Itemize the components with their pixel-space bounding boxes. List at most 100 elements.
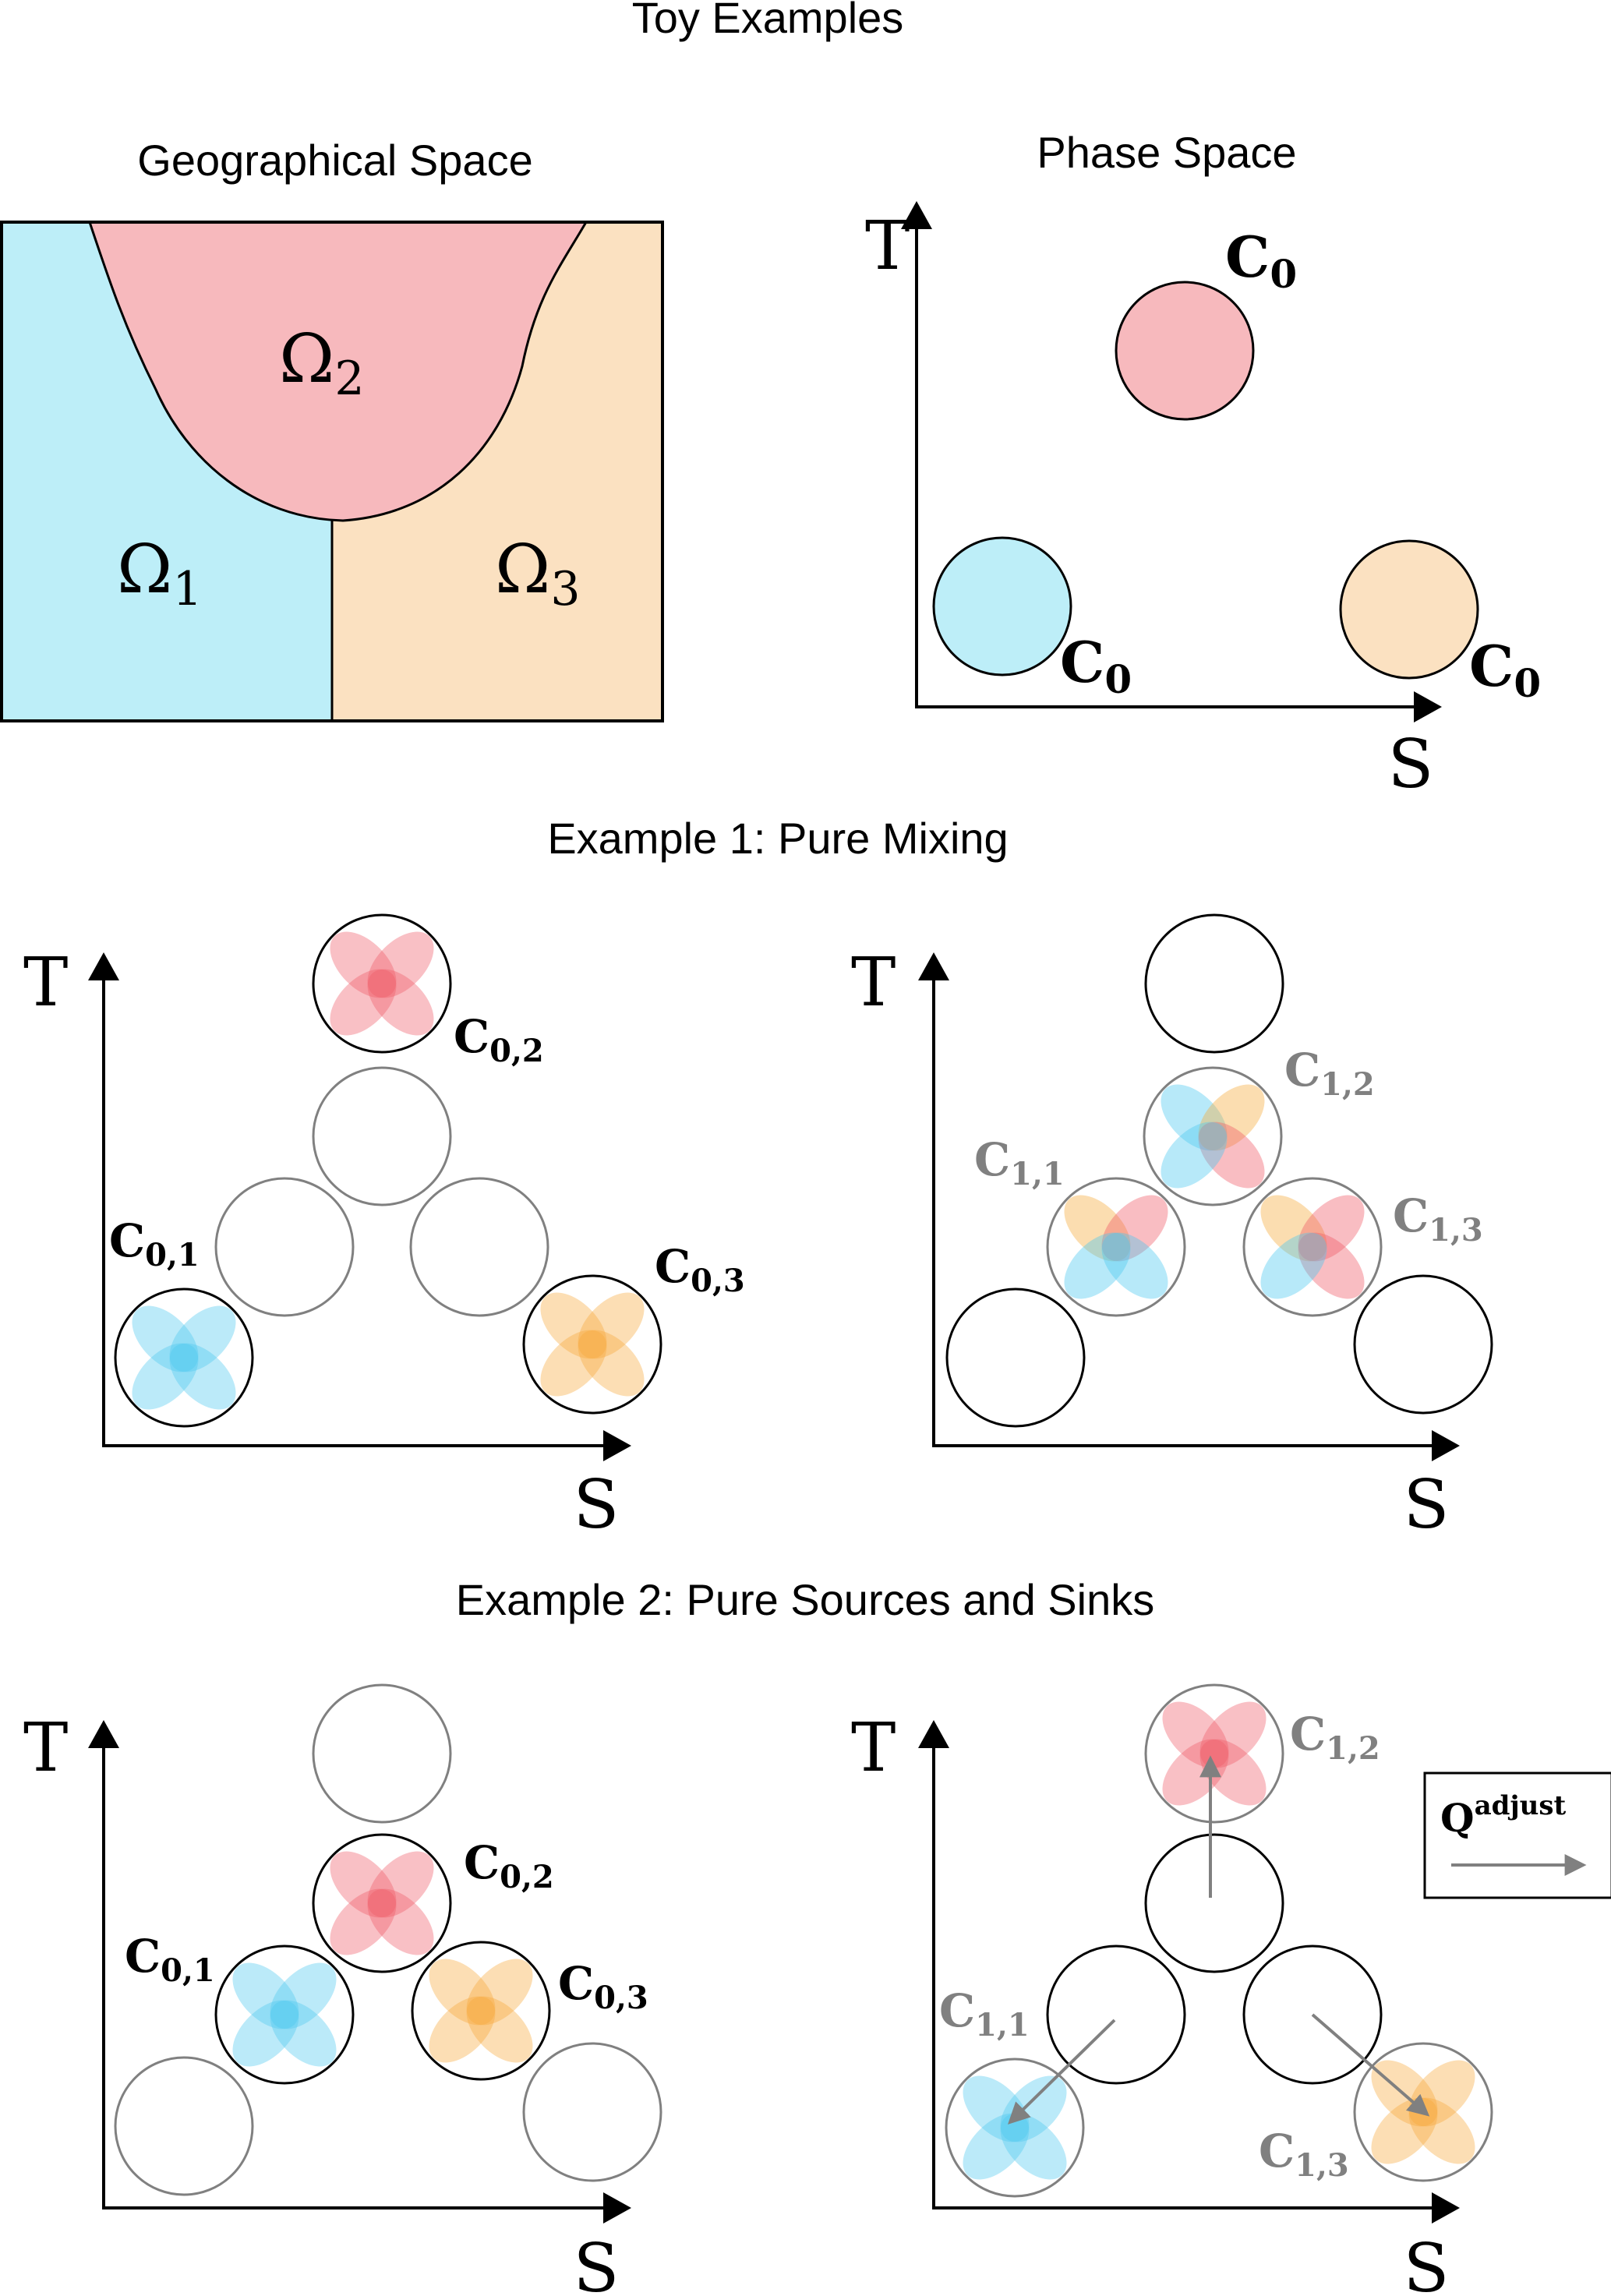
- ex1r-empty-circle: [1144, 913, 1284, 1054]
- petal: [963, 2113, 1030, 2180]
- petal: [466, 1996, 533, 2063]
- example1-title: Example 1: Pure Mixing: [547, 814, 1008, 863]
- petal: [132, 1305, 199, 1372]
- petal: [1101, 1195, 1168, 1262]
- geographical-space-panel: Geographical Space Ω2 Ω1 Ω3: [0, 136, 664, 722]
- ex2r-cluster-red: [1144, 1683, 1284, 1824]
- geo-frame: [0, 221, 664, 722]
- petal: [1101, 1232, 1168, 1299]
- petal: [963, 2075, 1030, 2142]
- petal: [429, 1959, 496, 2026]
- phase-cluster-orange: [1339, 539, 1479, 680]
- ex2r-label-c11: C1,1: [939, 1984, 1030, 2043]
- ex2r-cluster-orange: [1353, 2042, 1493, 2182]
- ex1r-x-arrowhead: [1432, 1430, 1460, 1461]
- ex2l-axis-t: T: [23, 1709, 68, 1787]
- ex2r-label-c12: C1,2: [1290, 1708, 1380, 1767]
- petal: [1064, 1195, 1131, 1262]
- petal: [169, 1305, 236, 1372]
- ex2l-cluster-blue: [214, 1945, 355, 2085]
- petal: [1000, 2113, 1067, 2180]
- ex1l-empty-circle: [214, 1177, 355, 1317]
- ex1l-y-arrowhead: [88, 952, 119, 980]
- ex1l-empty-circle: [409, 1177, 549, 1317]
- ex1r-label-c11: C1,1: [974, 1133, 1065, 1192]
- petal: [540, 1292, 607, 1359]
- petal: [1161, 1122, 1228, 1189]
- ex2l-empty-circle: [114, 2056, 254, 2196]
- ex1r-cluster-mixed: [1046, 1177, 1186, 1317]
- petal: [1298, 1195, 1365, 1262]
- example2-right-panel: T S C1,2 C1,1 C1,3 Qadjust: [851, 1683, 1611, 2296]
- petal: [1260, 1232, 1327, 1299]
- ex1r-mixed-flower-left: [1064, 1195, 1168, 1299]
- ex2l-cluster-orange: [411, 1941, 551, 2081]
- ex2l-label-c01: C0,1: [125, 1930, 215, 1989]
- ex2l-flower-red: [330, 1851, 434, 1955]
- ex2r-flower-blue: [963, 2075, 1067, 2180]
- ex1r-y-arrowhead: [918, 952, 949, 980]
- petal: [578, 1330, 645, 1397]
- ex1l-axis-s: S: [574, 1466, 620, 1544]
- ex2r-empty-circle: [1242, 1945, 1383, 2085]
- ex1l-label-c02: C0,2: [454, 1010, 544, 1069]
- petal: [540, 1330, 607, 1397]
- petal: [270, 1962, 337, 2029]
- ex1l-flower-red: [330, 931, 434, 1036]
- ex2r-empty-circle: [1046, 1945, 1186, 2085]
- ex1r-mixed-flower-right: [1260, 1195, 1365, 1299]
- ex1l-flower-orange: [540, 1292, 645, 1397]
- petal: [232, 1962, 299, 2029]
- petal: [1260, 1195, 1327, 1262]
- phase-label-red: C0: [1225, 224, 1297, 297]
- ex2l-flower-blue: [232, 1962, 337, 2067]
- ex1r-label-c12: C1,2: [1284, 1044, 1375, 1103]
- example1-right-panel: T S C1,2 C1,1 C1,3: [851, 913, 1493, 1544]
- ex1r-mixed-flower-top: [1161, 1084, 1265, 1189]
- ex1r-cluster-mixed: [1242, 1177, 1383, 1317]
- petal: [367, 1851, 434, 1918]
- legend-label: Qadjust: [1440, 1790, 1567, 1841]
- ex1r-axis-t: T: [851, 944, 896, 1022]
- ex2r-flower-red: [1162, 1701, 1267, 1806]
- phase-x-arrowhead: [1414, 691, 1442, 722]
- ex2l-x-arrowhead: [603, 2192, 631, 2224]
- example2-left-panel: T S C0,2 C0,1 C0,3: [23, 1683, 662, 2296]
- ex1l-cluster-orange: [522, 1274, 662, 1415]
- legend-box: [1423, 1771, 1611, 1899]
- ex2l-label-c02: C0,2: [464, 1836, 554, 1895]
- omega-2-label: Ω2: [279, 320, 365, 406]
- ex2l-y-arrowhead: [88, 1720, 119, 1748]
- petal: [578, 1292, 645, 1359]
- ex1l-x-arrowhead: [603, 1430, 631, 1461]
- petal: [1198, 1122, 1265, 1189]
- ex2l-label-c03: C0,3: [558, 1957, 648, 2016]
- phase-axis-t: T: [865, 207, 910, 285]
- ex1l-flower-blue: [132, 1305, 236, 1410]
- ex1r-empty-circle: [945, 1288, 1086, 1428]
- petal: [330, 1851, 397, 1918]
- petal: [429, 1996, 496, 2063]
- ex2l-cluster-red: [312, 1833, 452, 1973]
- phase-title: Phase Space: [1037, 128, 1296, 177]
- ex1r-axis-s: S: [1404, 1466, 1450, 1544]
- ex2l-flower-orange: [429, 1959, 533, 2063]
- ex2l-axis-s: S: [574, 2230, 620, 2296]
- petal: [330, 931, 397, 998]
- q-adjust-arrow-down-right: [1311, 2013, 1430, 2117]
- example2-title: Example 2: Pure Sources and Sinks: [456, 1575, 1154, 1624]
- phase-label-blue: C0: [1060, 629, 1132, 702]
- petal: [1000, 2075, 1067, 2142]
- ex2l-empty-circle: [522, 2042, 662, 2182]
- phase-axis-s: S: [1388, 726, 1434, 804]
- petal: [1199, 1701, 1267, 1768]
- omega-1-label: Ω1: [117, 531, 203, 616]
- phase-space-panel: Phase Space T S C0 C0 C0: [865, 128, 1541, 804]
- petal: [232, 2000, 299, 2067]
- petal: [1298, 1232, 1365, 1299]
- ex2r-axis-t: T: [851, 1709, 896, 1787]
- region-omega-2: [87, 221, 588, 522]
- phase-cluster-blue: [932, 536, 1072, 676]
- petal: [367, 931, 434, 998]
